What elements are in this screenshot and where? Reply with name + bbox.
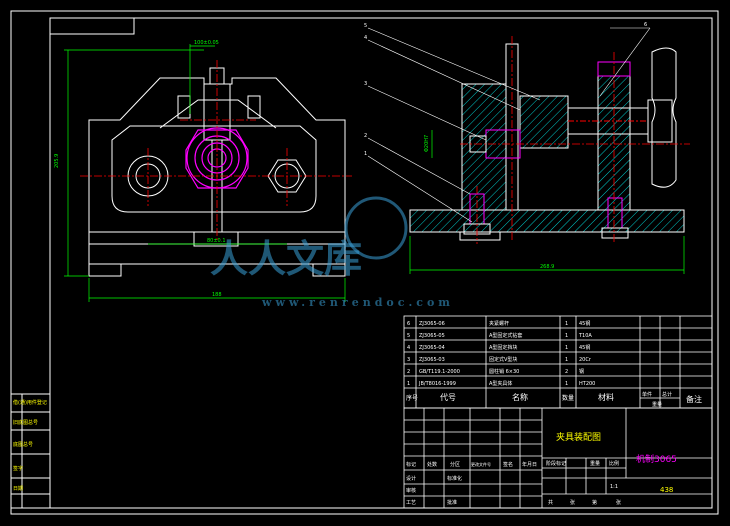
bom-code-0: ZJ3065-06 <box>419 321 445 327</box>
inner-border <box>49 17 713 509</box>
class-name: 机制3065 <box>636 453 677 465</box>
bom-qty-5: 1 <box>565 381 568 387</box>
bom-mat-5: HT200 <box>579 381 595 387</box>
left-strip: 借(通)用件登记 旧底图总号 底图总号 签字 日期 <box>10 393 51 509</box>
callout-1: 1 <box>364 151 367 157</box>
side-centerlines <box>460 36 690 244</box>
bom-no-4: 2 <box>407 369 410 375</box>
leader-lines <box>367 27 651 223</box>
bom-mat-2: 45钢 <box>579 344 590 351</box>
callout-3: 3 <box>364 81 367 87</box>
bom-mat-4: 钢 <box>579 368 584 375</box>
title-block-text: 夹具装配图 机制3065 438 1:1 阶段标记 重量 比例 共 张 第 张 … <box>406 431 677 506</box>
row-review: 审核 <box>406 487 416 494</box>
weight-label: 重量 <box>590 460 600 467</box>
bom-qty-4: 2 <box>565 369 568 375</box>
strip-label-4: 日期 <box>13 486 23 492</box>
outer-border <box>10 10 719 515</box>
watermark-text: 人人文库 <box>210 236 362 281</box>
strip-label-3: 签字 <box>13 465 23 472</box>
drawing-name: 夹具装配图 <box>556 431 601 443</box>
sheet-no-a: 第 <box>592 499 597 506</box>
bom-code-2: ZJ3065-04 <box>419 345 445 351</box>
hdr-date: 年月日 <box>522 461 537 468</box>
dim-front-inner: 80±0.1 <box>207 238 226 244</box>
bom-code-4: GB/T119.1-2000 <box>419 369 460 375</box>
bom-name-1: A型固定式钻套 <box>489 332 522 339</box>
callout-6: 6 <box>644 22 647 28</box>
drawing-number: 438 <box>660 486 673 494</box>
bom-name-0: 夹紧螺杆 <box>489 320 509 327</box>
front-centerlines <box>80 60 352 240</box>
bom-header-remark: 备注 <box>686 394 702 404</box>
bom-no-5: 1 <box>407 381 410 387</box>
watermark-url: www.renrendoc.com <box>261 296 454 309</box>
bom-no-2: 4 <box>407 345 410 351</box>
code-box <box>49 17 135 35</box>
hdr-count: 处数 <box>427 461 437 468</box>
row-process: 工艺 <box>406 500 416 506</box>
sheet-total-b: 张 <box>570 499 575 506</box>
strip-label-1: 旧底图总号 <box>13 419 38 426</box>
bom-mat-0: 45钢 <box>579 320 590 327</box>
bom-no-3: 3 <box>407 357 410 363</box>
dim-front-width: 188 <box>212 292 222 298</box>
bom-code-3: ZJ3065-03 <box>419 357 445 363</box>
bom-rows: 6 ZJ3065-06 夹紧螺杆 1 45钢 5 ZJ3065-05 A型固定式… <box>406 320 702 408</box>
dim-side-width: 268.9 <box>540 264 554 270</box>
row-design: 设计 <box>406 475 416 482</box>
row-approve: 批准 <box>447 499 457 506</box>
sheet-no-b: 张 <box>616 499 621 506</box>
bom-qty-0: 1 <box>565 321 568 327</box>
bom-qty-2: 1 <box>565 345 568 351</box>
bom-table <box>403 315 713 409</box>
sheet-total-a: 共 <box>548 499 553 506</box>
bom-code-1: ZJ3065-05 <box>419 333 445 339</box>
bom-name-4: 圆柱销 6×30 <box>489 368 519 375</box>
bom-header-qty: 数量 <box>562 394 574 402</box>
hdr-sign: 签名 <box>503 461 513 468</box>
bom-name-2: A型固定挡块 <box>489 344 517 351</box>
ratio-label: 比例 <box>609 460 619 467</box>
bom-header-name: 名称 <box>512 392 528 402</box>
bom-header-weight: 重量 <box>652 401 662 408</box>
hdr-mark: 标记 <box>406 461 416 468</box>
bom-header-no: 序号 <box>406 394 418 402</box>
dim-side-hole: Φ20H7 <box>424 135 430 152</box>
dim-front-height: 205.9 <box>54 154 60 168</box>
hdr-change: 更改文件号 <box>471 461 491 467</box>
bom-no-0: 6 <box>407 321 410 327</box>
watermark: 人人文库 www.renrendoc.com <box>210 196 454 309</box>
bom-code-5: JB/T8016-1999 <box>418 381 456 387</box>
dim-front-top: 100±0.05 <box>194 40 219 46</box>
bom-header-code: 代号 <box>440 392 456 402</box>
bom-header-unit: 单件 <box>642 391 652 398</box>
front-dimensions <box>64 44 346 302</box>
stage-label: 阶段标记 <box>546 460 566 467</box>
bom-name-5: A型夹具体 <box>489 380 512 387</box>
bom-no-1: 5 <box>407 333 410 339</box>
bom-header-total: 总计 <box>662 391 672 398</box>
callout-5: 5 <box>364 23 367 29</box>
hdr-zone: 分区 <box>450 461 460 468</box>
bom-qty-3: 1 <box>565 357 568 363</box>
callout-2: 2 <box>364 133 367 139</box>
bom-qty-1: 1 <box>565 333 568 339</box>
callout-4: 4 <box>364 35 367 41</box>
strip-label-0: 借(通)用件登记 <box>13 399 47 406</box>
title-block <box>403 407 713 509</box>
side-dimensions <box>409 130 685 274</box>
bom-name-3: 固定式V型块 <box>489 356 517 363</box>
strip-label-2: 底图总号 <box>13 441 33 448</box>
scale-value: 1:1 <box>610 484 618 490</box>
bom-mat-3: 20Cr <box>579 357 592 363</box>
side-view <box>409 43 685 241</box>
row-standard: 标准化 <box>447 475 462 482</box>
bom-header-mat: 材料 <box>598 392 614 402</box>
bom-mat-1: T10A <box>578 333 592 339</box>
